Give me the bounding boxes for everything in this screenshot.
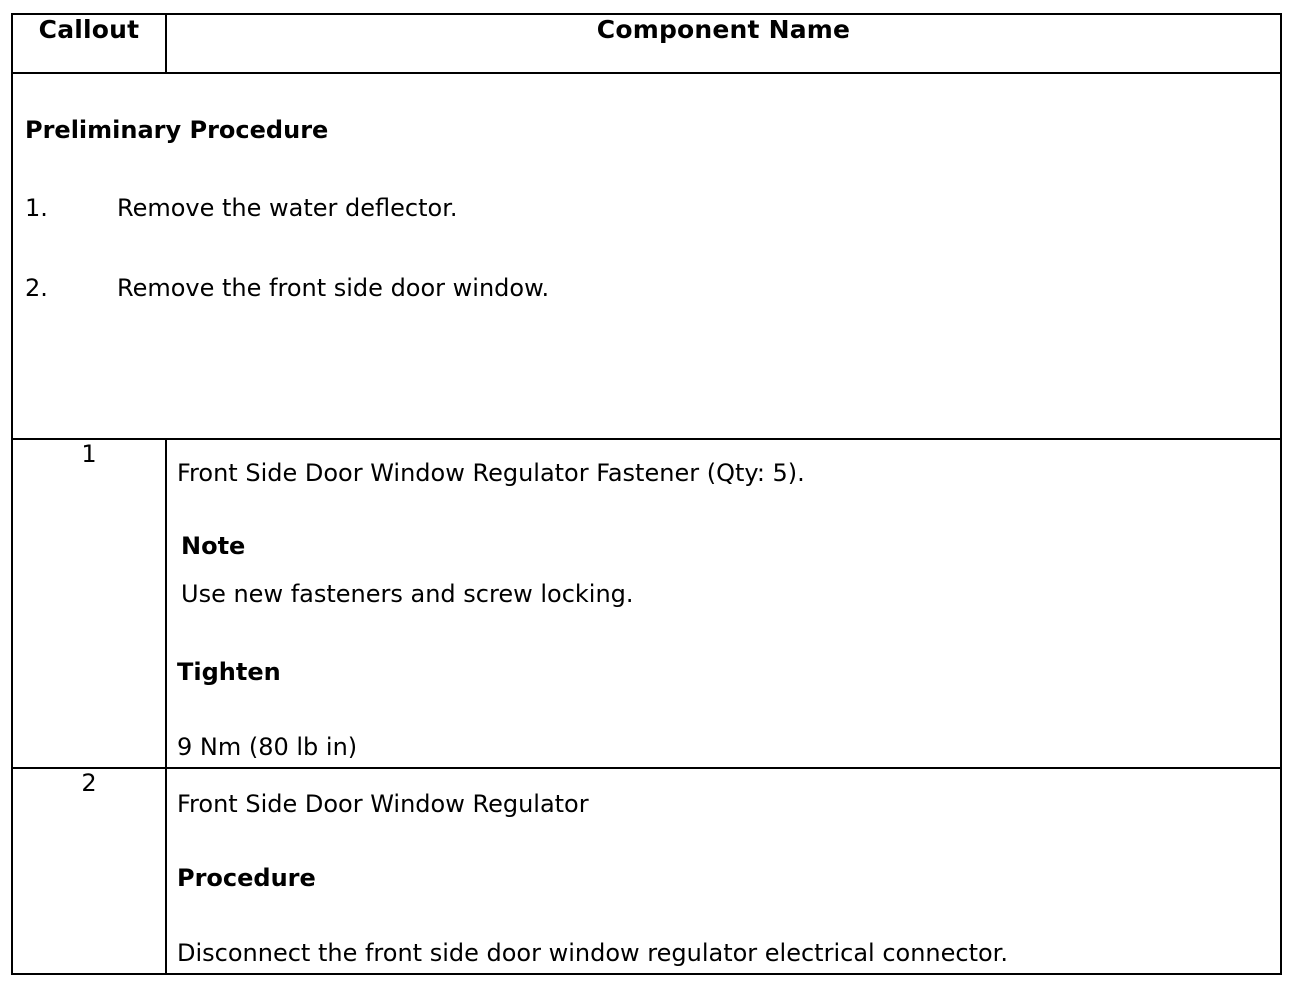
column-header-component-name: Component Name [165,13,1282,74]
table-row: 1 Front Side Door Window Regulator Faste… [11,438,1282,769]
column-header-callout: Callout [11,13,167,74]
preliminary-step-2-text: Remove the front side door window. [117,274,550,302]
callout-number-2: 2 [11,767,167,975]
procedure-text-2: Disconnect the front side door window re… [177,939,1008,967]
preliminary-step-1-number: 1. [25,194,48,222]
callout-number-1: 1 [11,438,167,769]
note-heading-1: Note [181,532,246,560]
note-text-1: Use new fasteners and screw locking. [181,580,634,608]
tighten-heading-1: Tighten [177,658,281,686]
table-header-row: Callout Component Name [11,13,1282,74]
table-header: Callout Component Name [11,13,1282,74]
torque-value-1: 9 Nm (80 lb in) [177,733,358,761]
preliminary-procedure-content: Preliminary Procedure 1. Remove the water… [13,74,1280,438]
procedure-table: Callout Component Name Preliminary Proce… [11,13,1282,975]
preliminary-step-1: 1. Remove the water deflector. [25,194,458,222]
preliminary-step-2: 2. Remove the front side door window. [25,274,549,302]
component-title-1: Front Side Door Window Regulator Fastene… [177,459,805,487]
component-title-2: Front Side Door Window Regulator [177,790,589,818]
component-description-1: Front Side Door Window Regulator Fastene… [165,438,1282,769]
table-body: Preliminary Procedure 1. Remove the water… [11,72,1282,975]
preliminary-step-2-number: 2. [25,274,48,302]
preliminary-procedure-title: Preliminary Procedure [25,116,329,144]
preliminary-procedure-cell: Preliminary Procedure 1. Remove the water… [11,72,1282,440]
preliminary-procedure-row: Preliminary Procedure 1. Remove the water… [11,72,1282,440]
procedure-heading-2: Procedure [177,864,316,892]
component-description-2: Front Side Door Window Regulator Procedu… [165,767,1282,975]
preliminary-step-1-text: Remove the water deflector. [117,194,458,222]
table-row: 2 Front Side Door Window Regulator Proce… [11,767,1282,975]
